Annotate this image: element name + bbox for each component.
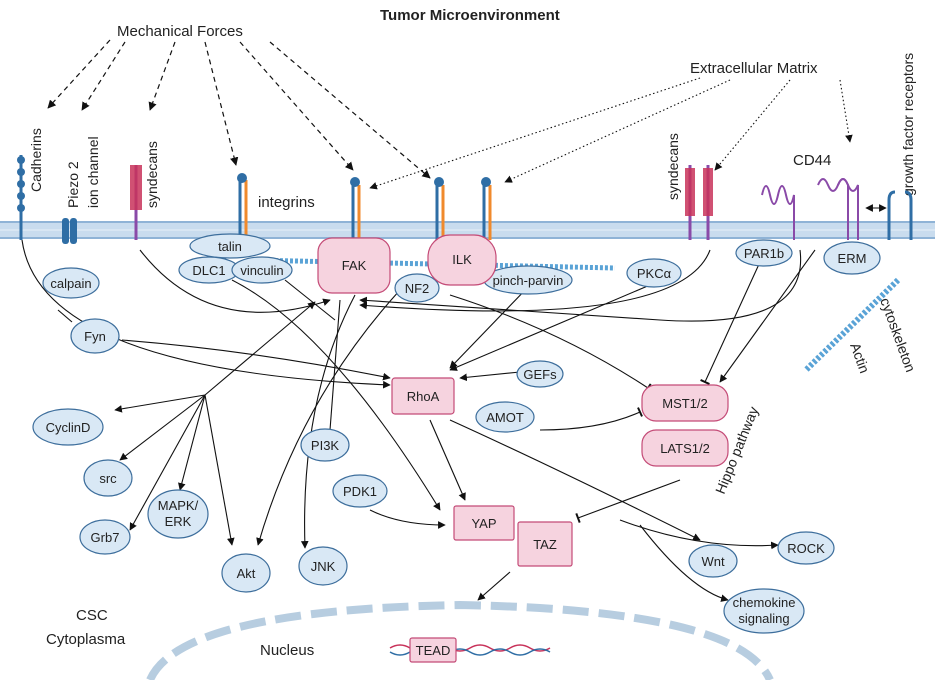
syndecan-left-receptor	[130, 165, 142, 240]
node-vinculin: vinculin	[231, 256, 293, 284]
calpain-label: calpain	[50, 276, 91, 291]
pathway-arrows	[21, 239, 816, 602]
cd44-label: CD44	[793, 152, 831, 169]
node-gefs: GEFs	[516, 360, 564, 388]
lats-label: LATS1/2	[660, 441, 710, 456]
node-rhoa: RhoA	[391, 377, 455, 415]
piezo2-channel	[62, 218, 77, 244]
cytoplasma-label: Cytoplasma	[46, 631, 126, 648]
nucleus-label: Nucleus	[260, 642, 314, 659]
cytoskeleton-label: cytoskeleton	[877, 296, 919, 375]
node-pi3k: PI3K	[300, 428, 350, 462]
actin-label: Actin	[847, 341, 873, 376]
node-rock: ROCK	[777, 531, 835, 565]
cadherins-label: Cadherins	[28, 128, 44, 192]
par1b-label: PAR1b	[744, 246, 784, 261]
csc-label: CSC	[76, 607, 108, 624]
dlc1-label: DLC1	[192, 263, 225, 278]
node-pinch-parvin: pinch-parvin	[483, 265, 573, 295]
node-fak: FAK	[317, 237, 391, 294]
cd44-receptors	[817, 178, 859, 240]
nucleus-envelope	[146, 600, 774, 680]
piezo2-label: Piezo 2	[65, 161, 81, 208]
node-ilk: ILK	[427, 234, 497, 286]
node-par1b: PAR1b	[735, 239, 793, 267]
node-yap: YAP	[453, 505, 515, 541]
extracellular-matrix-label: Extracellular Matrix	[690, 60, 818, 77]
gefs-label: GEFs	[523, 367, 557, 382]
node-dlc1: DLC1	[178, 256, 240, 284]
node-lats: LATS1/2	[641, 429, 729, 467]
node-grb7: Grb7	[79, 519, 131, 555]
wnt-label: Wnt	[701, 554, 725, 569]
mst-label: MST1/2	[662, 396, 708, 411]
cyclind-label: CyclinD	[46, 420, 91, 435]
node-talin: talin	[189, 233, 271, 259]
grb7-label: Grb7	[91, 530, 120, 545]
nf2-label: NF2	[405, 281, 430, 296]
tead-label: TEAD	[416, 643, 451, 658]
node-pkca: PKCα	[626, 258, 682, 288]
fak-label: FAK	[342, 258, 367, 273]
pkca-label: PKCα	[637, 266, 672, 281]
tead-dna: TEAD	[389, 637, 551, 663]
node-amot: AMOT	[475, 401, 535, 433]
node-akt: Akt	[221, 553, 271, 593]
vinculin-label: vinculin	[240, 263, 283, 278]
node-cyclind: CyclinD	[32, 408, 104, 446]
node-wnt: Wnt	[688, 544, 738, 578]
integrin-receptors	[237, 173, 492, 240]
erm-label: ERM	[838, 251, 867, 266]
rock-label: ROCK	[787, 541, 825, 556]
akt-label: Akt	[237, 566, 256, 581]
syndecans-right-label: syndecans	[665, 133, 681, 200]
pdk1-label: PDK1	[343, 484, 377, 499]
growth-factor-receptors-label: growth factor receptors	[900, 53, 916, 196]
rhoa-label: RhoA	[407, 389, 440, 404]
node-pdk1: PDK1	[332, 474, 388, 508]
node-taz: TAZ	[517, 521, 573, 567]
ecm-arrows	[369, 77, 853, 190]
mapk-label: MAPK/	[158, 498, 199, 513]
node-nf2: NF2	[394, 273, 440, 303]
cadherin-receptor	[17, 155, 25, 240]
yap-label: YAP	[471, 516, 496, 531]
syndecans-left-label: syndecans	[144, 141, 160, 208]
taz-label: TAZ	[533, 537, 557, 552]
pi3k-label: PI3K	[311, 438, 340, 453]
ion-channel-label: ion channel	[85, 136, 101, 208]
node-jnk: JNK	[298, 546, 348, 586]
erk-label: ERK	[165, 514, 192, 529]
signaling-label: signaling	[738, 611, 789, 626]
integrins-label: integrins	[258, 194, 315, 211]
chemokine-label: chemokine	[733, 595, 796, 610]
talin-label: talin	[218, 239, 242, 254]
ilk-label: ILK	[452, 252, 472, 267]
node-calpain: calpain	[42, 267, 100, 299]
amot-label: AMOT	[486, 410, 524, 425]
fyn-label: Fyn	[84, 329, 106, 344]
node-fyn: Fyn	[70, 318, 120, 354]
node-mapk-erk: MAPK/ERK	[147, 489, 209, 539]
src-label: src	[99, 471, 117, 486]
node-src: src	[83, 459, 133, 497]
mechanical-force-arrows	[47, 39, 431, 179]
syndecan-right-receptors	[685, 165, 713, 240]
pinch-parvin-label: pinch-parvin	[493, 273, 564, 288]
mechanical-forces-label: Mechanical Forces	[117, 23, 243, 40]
node-erm: ERM	[823, 241, 881, 275]
jnk-label: JNK	[311, 559, 336, 574]
node-mst: MST1/2	[641, 384, 729, 422]
par1b-receptor	[761, 185, 795, 240]
diagram-title: Tumor Microenvironment	[380, 7, 560, 24]
actin-filament	[803, 277, 901, 373]
growth-factor-receptor	[887, 190, 913, 240]
